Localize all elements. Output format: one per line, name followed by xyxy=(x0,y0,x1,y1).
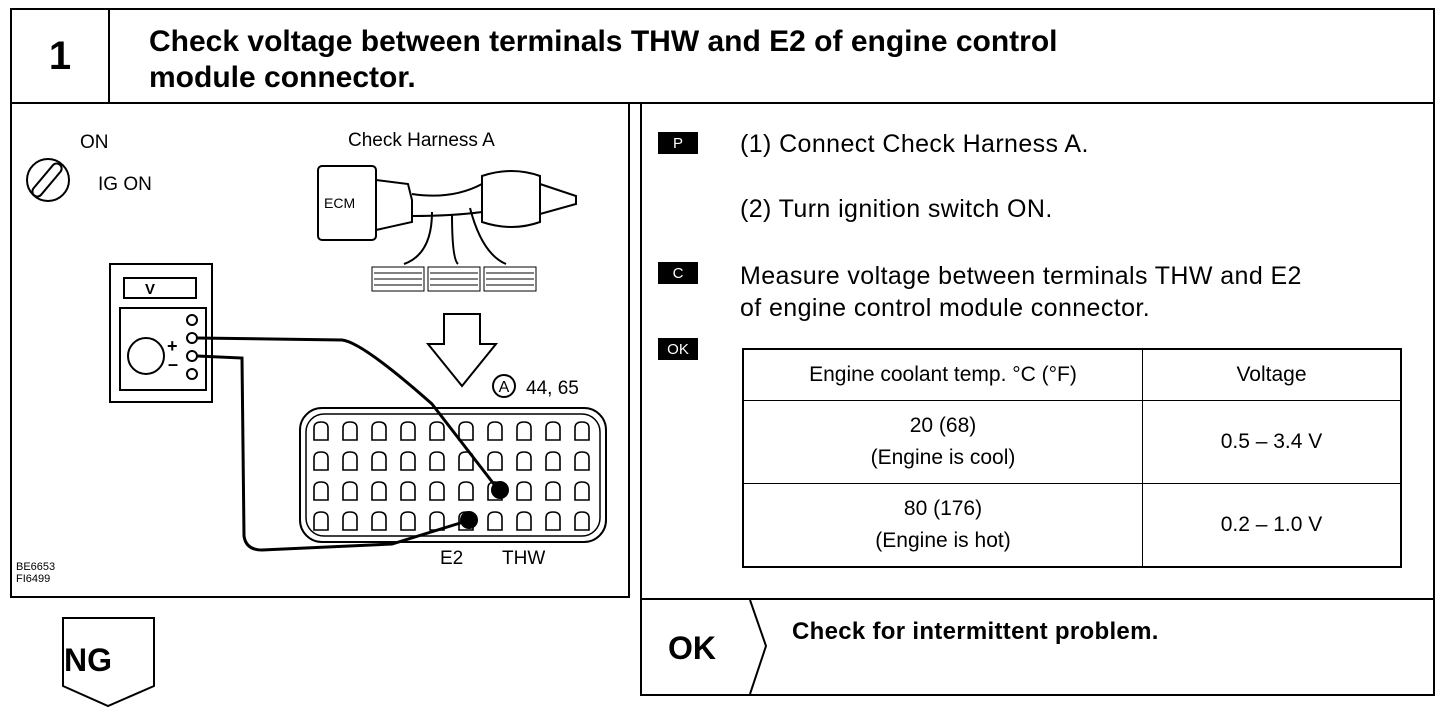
ecm-connector-outline xyxy=(299,407,607,543)
connector-pin xyxy=(487,451,503,471)
instruction-panel: P (1) Connect Check Harness A. (2) Turn … xyxy=(640,104,1435,696)
connector-pin xyxy=(458,421,474,441)
connector-pin xyxy=(342,451,358,471)
connector-pin xyxy=(458,481,474,501)
connector-pin xyxy=(574,421,590,441)
measure-line-1: Measure voltage between terminals THW an… xyxy=(740,262,1302,290)
step-title-line2: module connector. xyxy=(149,61,416,94)
ng-label: NG xyxy=(64,642,112,678)
connector-pin xyxy=(487,421,503,441)
connector-pin xyxy=(516,421,532,441)
tag-ok: OK xyxy=(658,338,698,360)
spec-table: Engine coolant temp. °C (°F) Voltage 20 … xyxy=(742,348,1402,568)
connector-pin xyxy=(516,481,532,501)
connector-pin xyxy=(400,451,416,471)
connector-pin xyxy=(574,481,590,501)
connector-a-icon xyxy=(492,374,516,398)
connector-pin xyxy=(574,511,590,531)
down-arrow-icon xyxy=(425,313,499,388)
tag-p: P xyxy=(658,132,698,154)
connector-pin xyxy=(313,511,329,531)
measure-line-2: of engine control module connector. xyxy=(740,294,1151,322)
ok-result-text: Check for intermittent problem. xyxy=(792,618,1159,645)
connector-pin xyxy=(371,511,387,531)
check-harness-icon xyxy=(317,165,577,265)
connector-pin xyxy=(371,481,387,501)
harness-label: Check Harness A xyxy=(348,130,495,151)
connector-pin xyxy=(574,451,590,471)
step-number: 1 xyxy=(12,10,110,102)
connector-letter: A xyxy=(499,379,510,396)
spec-table-header-row: Engine coolant temp. °C (°F) Voltage xyxy=(742,348,1402,401)
meter-plus-label: + xyxy=(167,336,178,356)
figure-code-1: BE6653 xyxy=(16,561,55,573)
voltmeter-icon xyxy=(109,263,213,403)
probe-wire-positive xyxy=(196,336,502,493)
connector-pin xyxy=(400,421,416,441)
ignition-ig-on-label: IG ON xyxy=(98,174,152,195)
ecm-label: ECM xyxy=(324,195,355,211)
connector-pin xyxy=(516,451,532,471)
voltage-cell: 0.5 – 3.4 V xyxy=(1142,400,1402,484)
instruction-step-1: (1) Connect Check Harness A. xyxy=(740,130,1089,158)
thw-terminal xyxy=(491,481,509,499)
header-temp: Engine coolant temp. °C (°F) xyxy=(742,348,1143,401)
connector-pins-label: 44, 65 xyxy=(526,378,579,399)
connector-pin xyxy=(313,451,329,471)
ok-divider xyxy=(642,598,1433,600)
connector-pin xyxy=(545,481,561,501)
connector-pin xyxy=(429,481,445,501)
connector-pin xyxy=(545,421,561,441)
temp-cell: 80 (176) (Engine is hot) xyxy=(742,483,1143,568)
step-title-line1: Check voltage between terminals THW and … xyxy=(149,25,1058,58)
probe-wire-negative xyxy=(196,354,471,552)
wiring-diagram: ON IG ON Check Harness A ECM xyxy=(16,130,607,585)
ignition-switch-icon xyxy=(26,158,70,202)
table-row: 80 (176) (Engine is hot) 0.2 – 1.0 V xyxy=(742,483,1402,568)
connector-pin xyxy=(400,511,416,531)
harness-terminal-blocks xyxy=(371,266,537,292)
ignition-on-label: ON xyxy=(80,132,109,153)
connector-pin xyxy=(371,451,387,471)
connector-pin xyxy=(458,451,474,471)
connector-pins xyxy=(313,421,590,531)
connector-pin xyxy=(371,421,387,441)
connector-pin xyxy=(429,421,445,441)
tag-c: C xyxy=(658,262,698,284)
step-header: 1 Check voltage between terminals THW an… xyxy=(10,8,1435,104)
ng-result-icon xyxy=(62,617,155,708)
step-title: Check voltage between terminals THW and … xyxy=(149,24,1349,96)
header-voltage: Voltage xyxy=(1142,348,1402,401)
measure-instruction: Measure voltage between terminals THW an… xyxy=(740,260,1302,324)
thw-label: THW xyxy=(502,548,545,569)
temp-condition: (Engine is hot) xyxy=(875,529,1011,552)
temp-condition: (Engine is cool) xyxy=(870,446,1016,469)
figure-code-2: FI6499 xyxy=(16,573,50,585)
connector-pin xyxy=(487,511,503,531)
temp-cell: 20 (68) (Engine is cool) xyxy=(742,400,1143,484)
ok-chevron-icon xyxy=(749,599,768,695)
connector-pin xyxy=(342,481,358,501)
connector-pin xyxy=(342,511,358,531)
connector-pin xyxy=(429,511,445,531)
connector-pin xyxy=(313,421,329,441)
temp-value: 20 (68) xyxy=(909,414,977,437)
connector-pin xyxy=(545,451,561,471)
instruction-step-2: (2) Turn ignition switch ON. xyxy=(740,195,1053,223)
table-row: 20 (68) (Engine is cool) 0.5 – 3.4 V xyxy=(742,400,1402,484)
connector-pin xyxy=(516,511,532,531)
connector-pin xyxy=(429,451,445,471)
connector-pin xyxy=(545,511,561,531)
voltage-cell: 0.2 – 1.0 V xyxy=(1142,483,1402,568)
temp-value: 80 (176) xyxy=(903,497,983,520)
figure-panel: ON IG ON Check Harness A ECM xyxy=(10,104,630,598)
e2-label: E2 xyxy=(440,548,463,569)
meter-minus-label: – xyxy=(168,354,178,374)
meter-v-label: V xyxy=(145,281,155,298)
ok-label: OK xyxy=(668,630,716,666)
connector-pin xyxy=(400,481,416,501)
connector-pin xyxy=(342,421,358,441)
e2-terminal xyxy=(460,511,478,529)
connector-pin xyxy=(313,481,329,501)
